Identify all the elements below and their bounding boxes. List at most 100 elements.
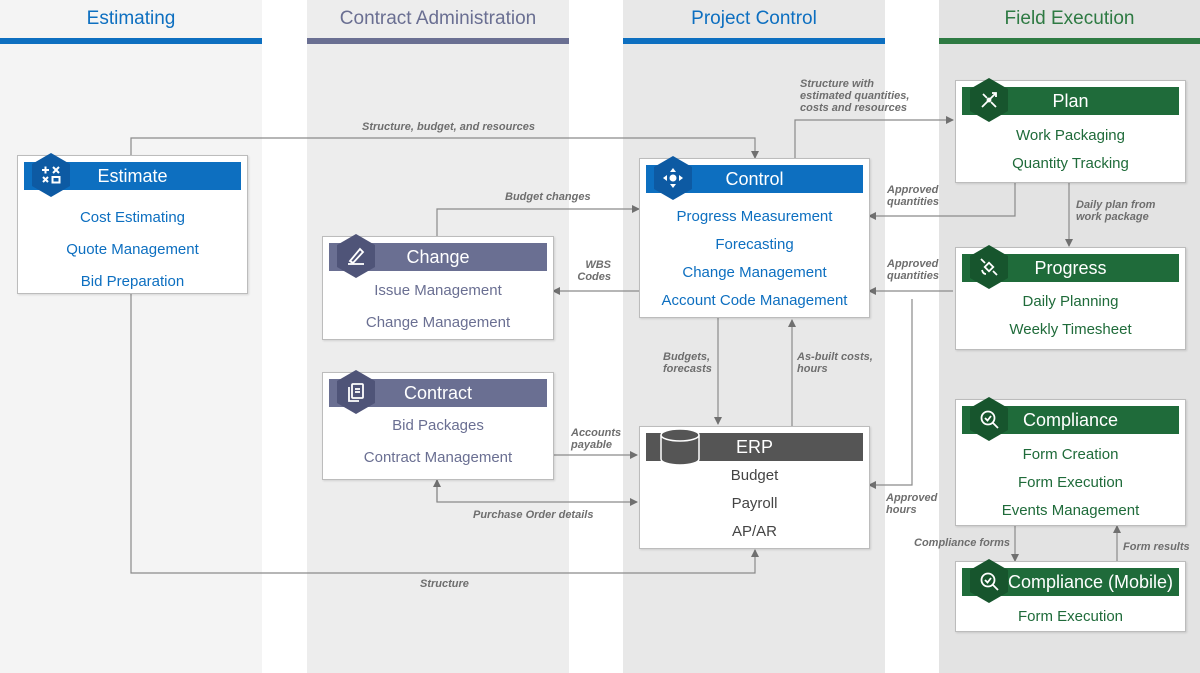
lane-bar-estimating <box>0 38 262 44</box>
label-wbs-line: WBS <box>585 259 611 271</box>
control-header: Control <box>646 156 863 200</box>
control-item: Change Management <box>682 264 827 281</box>
lane-title-field-execution: Field Execution <box>1004 8 1135 29</box>
lane-title-estimating: Estimating <box>86 8 176 29</box>
contract-card[interactable]: Contract Bid Packages Contract Managemen… <box>322 370 554 480</box>
control-item: Progress Measurement <box>676 208 833 225</box>
label-structure-estimated: Structure with estimated quantities, cos… <box>800 78 909 114</box>
plan-title: Plan <box>1052 91 1089 111</box>
change-item: Issue Management <box>374 282 502 299</box>
label-form-results: Form results <box>1123 541 1190 553</box>
edit-icon <box>337 234 375 278</box>
label-asbuilt-line: As-built costs, <box>797 351 873 363</box>
contract-header: Contract <box>329 370 547 414</box>
change-header: Change <box>329 234 547 278</box>
compliance-item: Form Creation <box>1022 446 1119 463</box>
label-budgets-forecasts-line: forecasts <box>663 363 712 375</box>
compliance-mobile-header: Compliance (Mobile) <box>962 559 1179 603</box>
arrow-control-to-plan <box>794 116 954 160</box>
progress-header: Progress <box>962 245 1179 289</box>
erp-item: Budget <box>730 467 779 484</box>
label-approved-hours-line: hours <box>886 504 917 516</box>
label-budget-changes: Budget changes <box>505 191 591 203</box>
estimate-header: Estimate <box>24 153 241 197</box>
label-daily-plan: Daily plan from work package <box>1076 199 1155 223</box>
arrow-estimate-to-control <box>130 137 759 159</box>
change-card[interactable]: Change Issue Management Change Managemen… <box>322 234 554 340</box>
estimate-title: Estimate <box>97 166 168 186</box>
documents-icon <box>337 370 375 414</box>
erp-header: ERP <box>646 428 863 466</box>
database-icon <box>658 427 702 467</box>
label-compliance-forms: Compliance forms <box>914 537 1010 549</box>
lane-title-project-control: Project Control <box>691 8 817 29</box>
erp-card[interactable]: ERP Budget Payroll AP/AR <box>639 426 870 549</box>
label-structure-estimated-line: Structure with <box>800 78 874 90</box>
progress-item: Daily Planning <box>1022 293 1119 310</box>
label-approved-quantities-line: quantities <box>887 270 939 282</box>
compliance-item: Form Execution <box>1017 474 1124 491</box>
compliance-mobile-item: Form Execution <box>1017 608 1124 625</box>
compliance-card[interactable]: Compliance Form Creation Form Execution … <box>955 397 1186 526</box>
arrow-change-to-control <box>436 205 640 236</box>
label-structure: Structure <box>420 578 469 590</box>
compliance-header: Compliance <box>962 397 1179 441</box>
progress-card[interactable]: Progress Daily Planning Weekly Timesheet <box>955 245 1186 350</box>
plan-header: Plan <box>962 78 1179 122</box>
plan-card[interactable]: Plan Work Packaging Quantity Tracking <box>955 78 1186 183</box>
plan-item: Work Packaging <box>1016 127 1125 144</box>
contract-item: Contract Management <box>363 449 513 466</box>
progress-item: Weekly Timesheet <box>1009 321 1132 338</box>
label-daily-plan-line: Daily plan from <box>1076 199 1156 211</box>
change-item: Change Management <box>365 314 511 331</box>
estimate-item: Quote Management <box>66 241 199 258</box>
label-approved-quantities-plan: Approved quantities <box>887 184 939 208</box>
label-asbuilt-line: hours <box>797 363 828 375</box>
lane-bar-field-execution <box>939 38 1200 44</box>
plan-item: Quantity Tracking <box>1012 155 1129 172</box>
erp-title: ERP <box>735 437 773 457</box>
control-title: Control <box>725 169 784 189</box>
label-approved-quantities-progress: Approved quantities <box>887 258 939 282</box>
compliance-title: Compliance <box>1022 410 1119 430</box>
label-accounts-payable: Accounts payable <box>571 427 621 451</box>
lane-title-contract-administration: Contract Administration <box>339 8 537 29</box>
change-title: Change <box>406 247 470 267</box>
compliance-mobile-card[interactable]: Compliance (Mobile) Form Execution <box>955 559 1186 632</box>
label-structure-estimated-line: estimated quantities, <box>800 90 910 102</box>
estimate-card[interactable]: Estimate Cost Estimating Quote Managemen… <box>17 153 248 294</box>
progress-title: Progress <box>1034 258 1107 278</box>
compliance-mobile-title: Compliance (Mobile) <box>1007 572 1174 592</box>
label-approved-quantities-line: Approved <box>887 184 939 196</box>
label-budgets-forecasts: Budgets, forecasts <box>663 351 712 375</box>
erp-item: Payroll <box>731 495 778 512</box>
label-purchase-order: Purchase Order details <box>473 509 594 521</box>
estimate-item: Cost Estimating <box>79 209 186 226</box>
label-accounts-payable-line: payable <box>571 439 612 451</box>
arrow-progress-to-erp <box>868 299 913 489</box>
arrow-plan-to-control <box>868 181 1016 220</box>
lane-bar-project-control <box>623 38 885 44</box>
control-item: Forecasting <box>715 236 794 253</box>
label-approved-quantities-line: Approved <box>887 258 939 270</box>
label-wbs-line: Codes <box>577 271 611 283</box>
label-wbs-codes: WBS Codes <box>575 259 611 283</box>
lane-bar-contract-administration <box>307 38 569 44</box>
label-asbuilt: As-built costs, hours <box>797 351 873 375</box>
contract-title: Contract <box>403 383 473 403</box>
label-budgets-forecasts-line: Budgets, <box>663 351 711 363</box>
control-item: Account Code Management <box>661 292 848 309</box>
contract-item: Bid Packages <box>392 417 484 434</box>
arrow-purchase-order <box>436 479 638 506</box>
label-structure-budget-resources: Structure, budget, and resources <box>362 121 535 133</box>
lane-project-control-bg <box>623 0 885 673</box>
label-approved-hours-line: Approved <box>886 492 938 504</box>
erp-item: AP/AR <box>731 523 777 540</box>
arrow-estimate-structure-to-erp <box>130 293 759 574</box>
control-card[interactable]: Control Progress Measurement Forecasting… <box>639 156 870 318</box>
label-daily-plan-line: work package <box>1076 211 1149 223</box>
label-structure-estimated-line: costs and resources <box>800 102 907 114</box>
label-approved-quantities-line: quantities <box>887 196 939 208</box>
estimate-item: Bid Preparation <box>80 273 185 290</box>
